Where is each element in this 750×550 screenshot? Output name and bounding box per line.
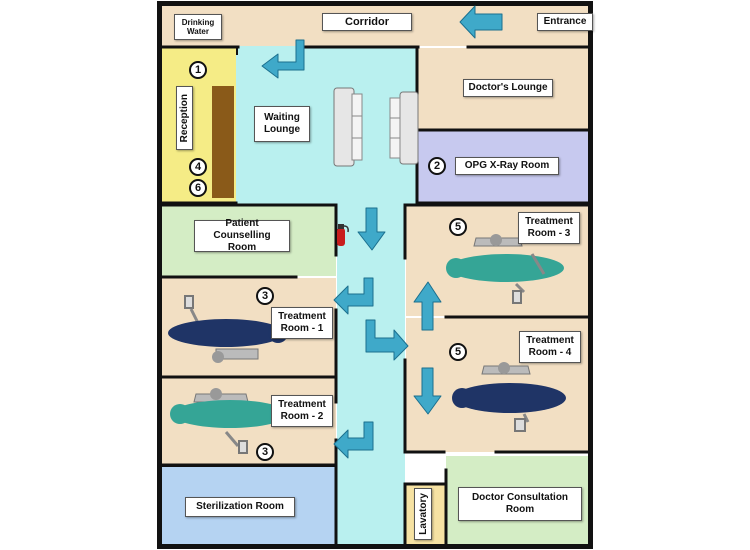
step-marker-3-room-2: 3	[256, 443, 274, 461]
flow-arrow-icon	[333, 421, 374, 459]
waiting-lounge-line-1: Waiting	[264, 112, 300, 123]
step-marker-2: 2	[428, 157, 446, 175]
dental-chair-icon	[170, 388, 288, 454]
patient-counselling-line-1: Patient	[225, 218, 259, 229]
reception-text: Reception	[179, 93, 190, 143]
doctors-lounge-label: Doctor's Lounge	[463, 79, 553, 97]
flow-arrow-icon	[413, 367, 442, 415]
step-marker-6: 6	[189, 179, 207, 197]
step-marker-5-room-3: 5	[449, 218, 467, 236]
step-marker-3-room-1: 3	[256, 287, 274, 305]
treatment-room-3-line-1: Treatment	[525, 216, 573, 227]
hallway-floor-lower	[337, 206, 405, 544]
treatment-room-2-line-2: Room - 2	[280, 411, 324, 422]
walls	[157, 1, 593, 549]
treatment-room-1-line-1: Treatment	[278, 311, 326, 322]
flow-arrow-icon	[413, 281, 442, 331]
step-marker-4: 4	[189, 158, 207, 176]
fire-extinguisher-icon	[337, 224, 349, 246]
doctor-consultation-line-2: Room	[505, 504, 535, 515]
flow-arrow-icon	[261, 39, 305, 79]
corridor-label: Corridor	[322, 13, 412, 31]
step-marker-1: 1	[189, 61, 207, 79]
sofa-icon	[333, 87, 363, 167]
flow-arrow-icon	[459, 5, 503, 39]
sofa-icon	[389, 91, 419, 165]
reception-label: Reception	[176, 86, 193, 150]
dental-chair-icon	[446, 234, 564, 304]
doctor-consultation-line-1: Doctor Consultation	[471, 492, 569, 503]
treatment-room-2-line-1: Treatment	[278, 399, 326, 410]
treatment-room-3-line-2: Room - 3	[527, 228, 571, 239]
flow-arrow-icon	[333, 277, 374, 315]
dental-chair-icon	[452, 362, 566, 432]
treatment-room-4-line-2: Room - 4	[528, 347, 572, 358]
drinking-water-line-2: Water	[187, 27, 209, 36]
entrance-label: Entrance	[537, 13, 593, 31]
lavatory-text: Lavatory	[417, 493, 429, 535]
sterilization-room-label: Sterilization Room	[185, 497, 295, 517]
opg-xray-label: OPG X-Ray Room	[455, 157, 559, 175]
treatment-room-4-line-1: Treatment	[526, 335, 574, 346]
patient-counselling-line-2: Counselling Room	[213, 230, 271, 253]
waiting-lounge-line-2: Lounge	[263, 124, 301, 135]
drinking-water-line-1: Drinking	[181, 18, 215, 27]
step-marker-5-room-4: 5	[449, 343, 467, 361]
lavatory-label: Lavatory	[414, 488, 432, 540]
flow-arrow-icon	[365, 319, 409, 361]
flow-arrow-icon	[357, 207, 386, 251]
reception-desk	[212, 86, 234, 198]
treatment-room-1-line-2: Room - 1	[280, 323, 324, 334]
